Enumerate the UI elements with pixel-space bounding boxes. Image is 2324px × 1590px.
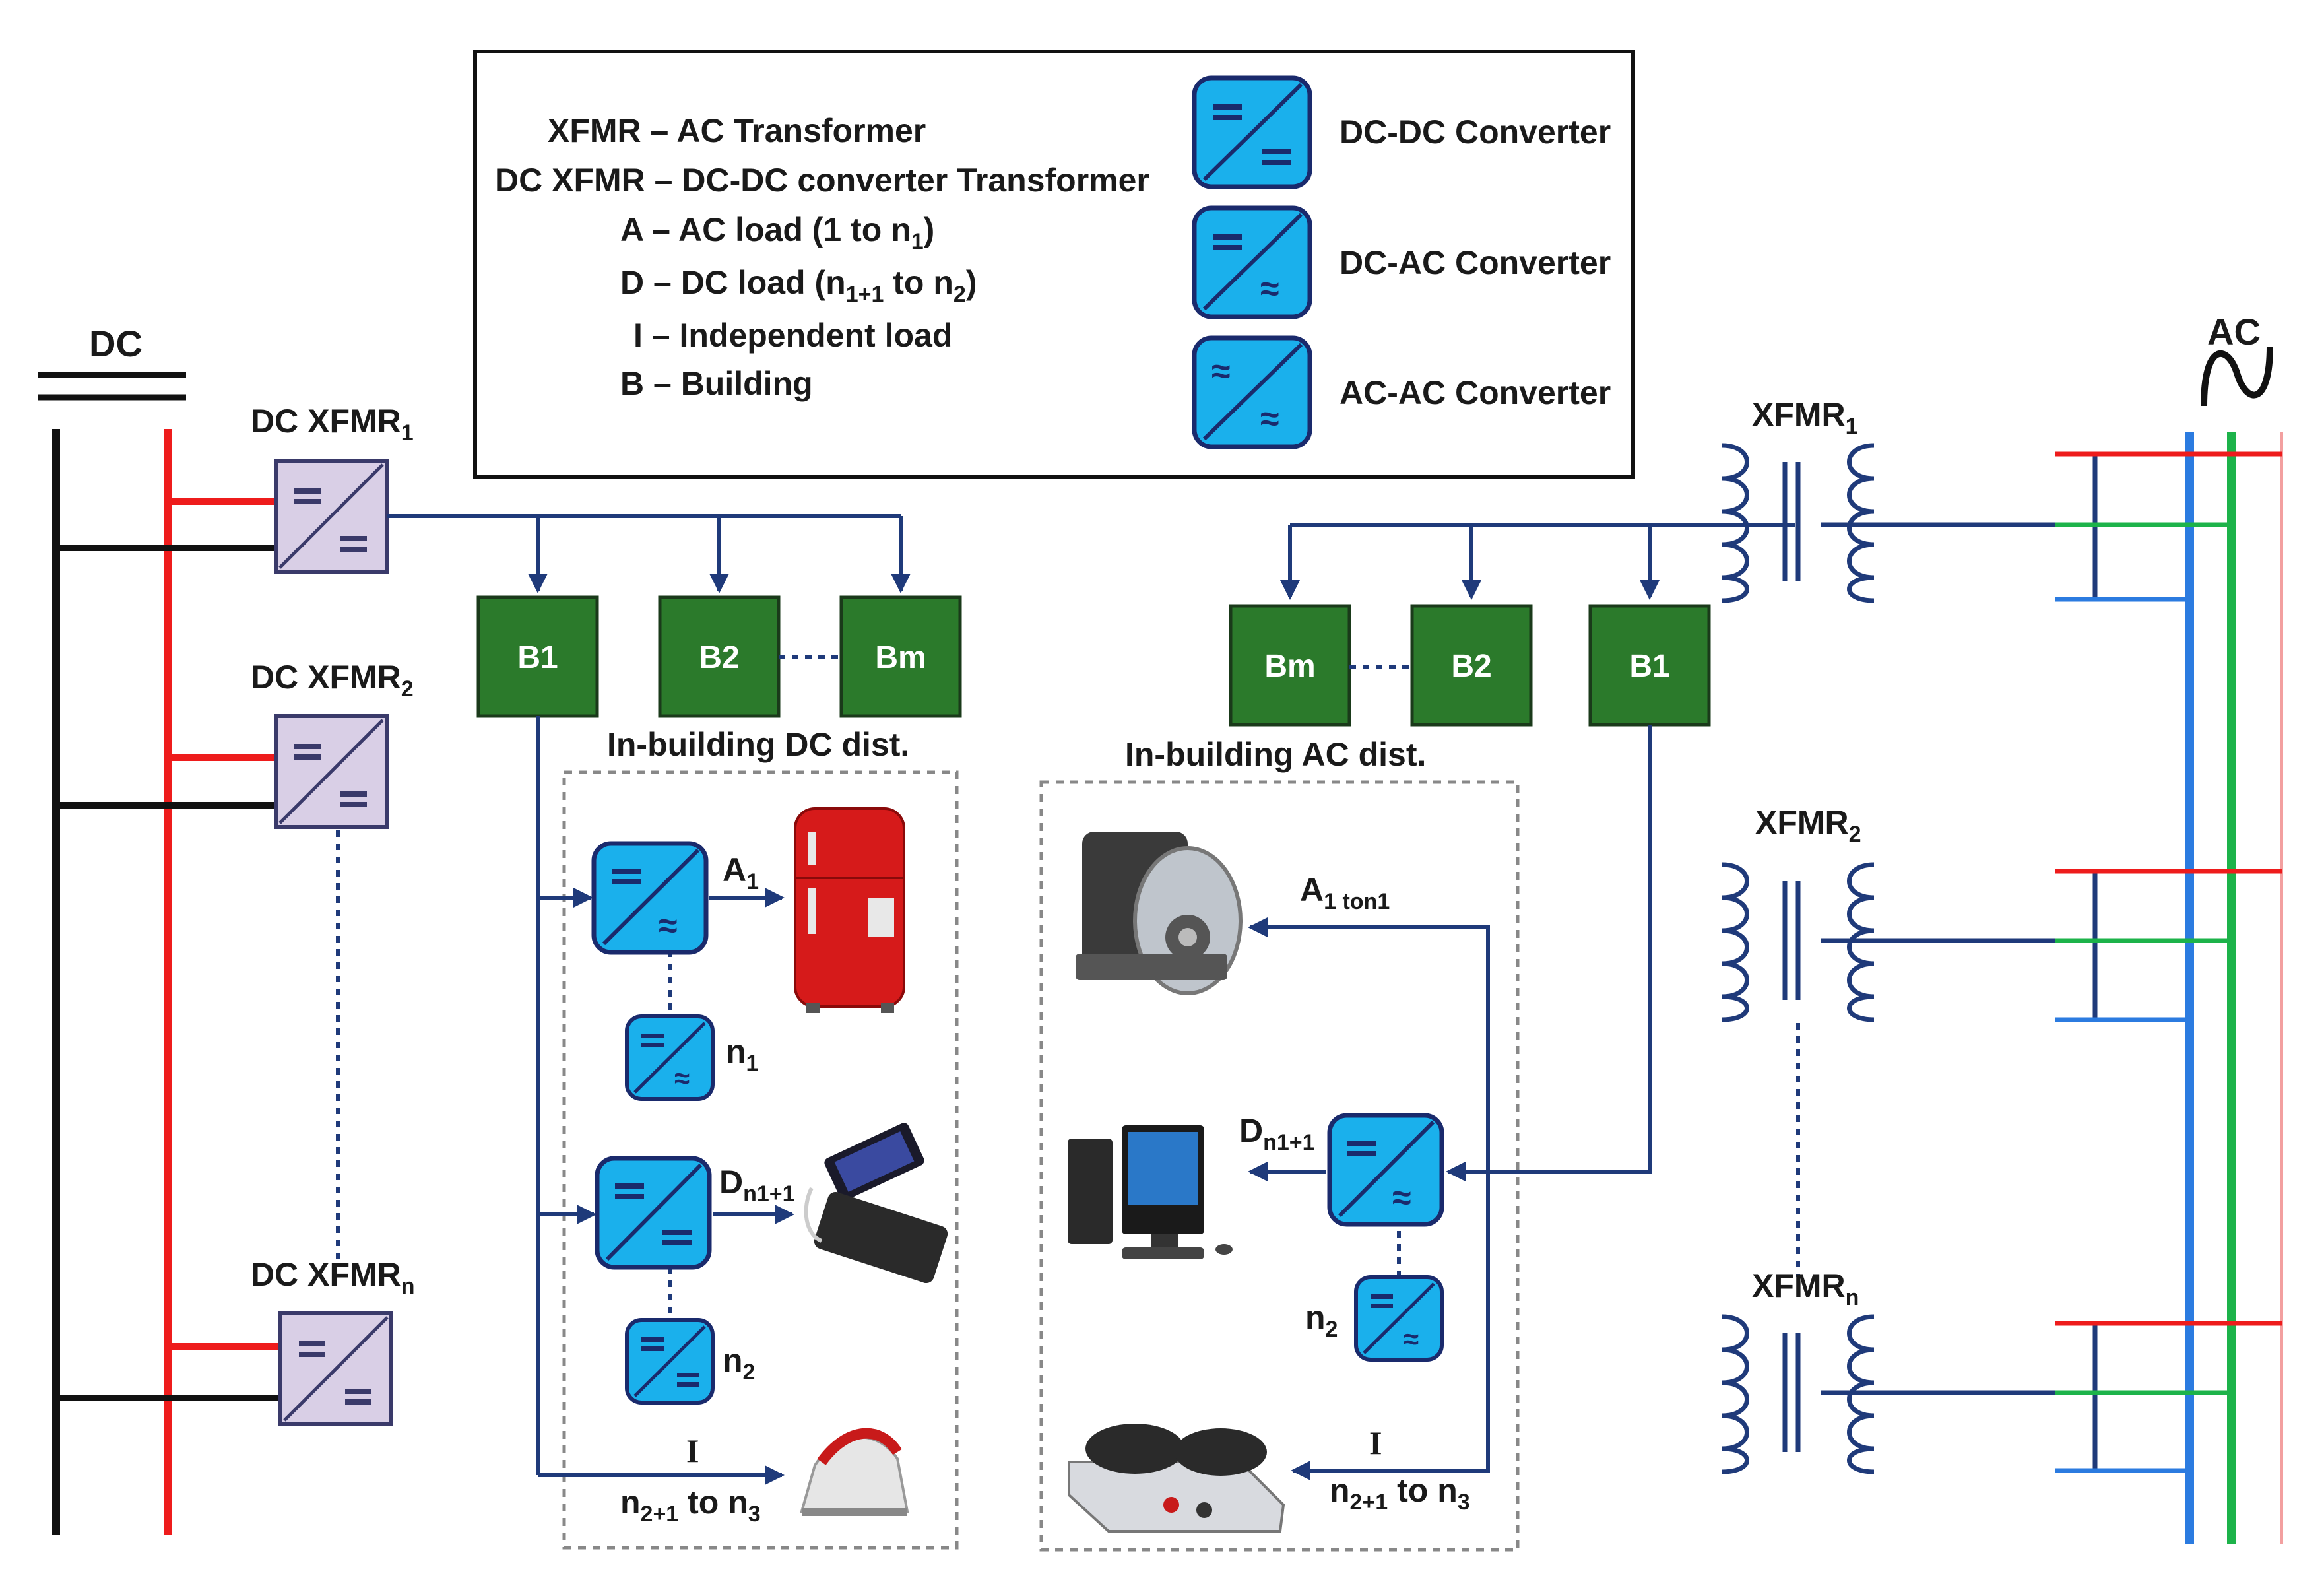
motor-icon [1076,832,1243,995]
svg-text:B2: B2 [699,640,739,675]
ac-xfmr-2: XFMR2 [1722,804,2282,1022]
ac-building-bm: Bm [1229,604,1351,727]
svg-text:DC XFMR2: DC XFMR2 [251,659,414,702]
svg-text:DC XFMR1: DC XFMR1 [251,403,414,446]
dc-building-b1: B1 [476,595,599,718]
ac-bus-label: AC [2207,311,2261,352]
dc-dist-label: In-building DC dist. [607,726,909,763]
dc-bus: DC [38,323,186,1535]
ac-dist-box [1039,780,1520,1552]
svg-text:XFMR1: XFMR1 [1752,396,1858,439]
dc-label-a1: A1 [723,851,759,894]
dc-label-range: n2+1 to n3 [620,1484,761,1527]
dc-bus-label: DC [89,323,143,364]
legend-dc-dc-symbol [1192,75,1312,189]
svg-text:Bm: Bm [1264,649,1315,684]
svg-text:B2: B2 [1451,649,1491,684]
ac-dist-label: In-building AC dist. [1125,736,1426,773]
svg-text:≈: ≈ [1260,270,1279,308]
dc-xfmr-2: DC XFMR2 [56,659,414,829]
phone-charger-icon [804,1123,948,1284]
dc-building-dc-dc-converter-n2 [625,1318,715,1405]
svg-text:≈: ≈ [1404,1323,1419,1354]
ac-label-range: n2+1 to n3 [1330,1472,1470,1515]
ac-label-n2: n2 [1305,1299,1338,1342]
iron-icon [800,1428,909,1516]
ac-label-i: I [1369,1424,1382,1461]
ac-building-b2: B2 [1410,604,1533,727]
svg-text:XFMRn: XFMRn [1752,1267,1859,1310]
svg-text:≈: ≈ [1392,1179,1411,1217]
dc-feeder [387,514,911,593]
ac-building-ac-dc-converter: ≈ [1327,1113,1444,1227]
legend-ac-ac-label: AC-AC Converter [1340,374,1611,411]
svg-text:XFMR2: XFMR2 [1755,804,1861,847]
dc-label-n2: n2 [723,1342,755,1385]
ac-xfmr-1: XFMR1 [1722,396,2282,603]
svg-text:≈: ≈ [659,907,678,945]
legend-item-dc-load: D – DC load (n1+1 to n2) [620,264,977,307]
dc-building-bm: Bm [839,595,962,718]
ac-building-b1: B1 [1588,604,1711,727]
svg-text:B1: B1 [1629,649,1669,684]
legend-item-ac-load: A – AC load (1 to n1) [620,211,934,254]
ac-bus: AC [2185,311,2283,1544]
hotplate-icon [1068,1424,1285,1533]
dc-building-b2: B2 [658,595,781,718]
legend-item-building: B – Building [620,365,813,402]
ac-building-converter-n2: ≈ [1354,1275,1444,1362]
computer-icon [1068,1125,1233,1259]
ac-label-a: A1 ton1 [1300,871,1390,914]
legend-dc-ac-symbol: ≈ [1192,205,1312,319]
ac-label-d: Dn1+1 [1239,1112,1315,1155]
ac-feeder [1280,523,1795,600]
dc-dist-wiring [536,716,794,1485]
legend-item-xfmr: XFMR – AC Transformer [548,112,926,149]
svg-text:≈: ≈ [674,1063,690,1094]
legend-ac-ac-symbol: ≈ ≈ [1192,335,1312,449]
dc-dist-box [562,770,959,1550]
legend-item-independent-load: I – Independent load [633,317,952,354]
legend-dc-ac-label: DC-AC Converter [1340,244,1611,281]
svg-text:DC XFMRn: DC XFMRn [251,1256,415,1299]
ac-xfmr-n: XFMRn [1722,1267,2282,1474]
dc-xfmr-n: DC XFMRn [56,1256,415,1426]
legend-box [473,50,1635,479]
legend: XFMR – AC Transformer DC XFMR – DC-DC co… [473,50,1635,479]
dc-building-dc-ac-converter: ≈ [591,841,709,955]
dc-building-dc-dc-converter [595,1156,712,1270]
legend-dc-dc-label: DC-DC Converter [1340,114,1611,150]
dc-label-i: I [686,1432,699,1469]
dc-building-dc-ac-converter-n1: ≈ [625,1014,715,1101]
svg-text:B1: B1 [517,640,558,675]
dc-xfmr-1: DC XFMR1 [56,403,414,574]
legend-item-dc-xfmr: DC XFMR – DC-DC converter Transformer [495,162,1149,199]
svg-text:≈: ≈ [1260,400,1279,438]
dc-label-n1: n1 [726,1033,758,1076]
refrigerator-icon [794,807,905,1013]
svg-text:≈: ≈ [1211,352,1231,391]
svg-text:Bm: Bm [875,640,926,675]
ac-dist-wiring [1248,725,1652,1480]
dc-label-d: Dn1+1 [719,1164,795,1207]
